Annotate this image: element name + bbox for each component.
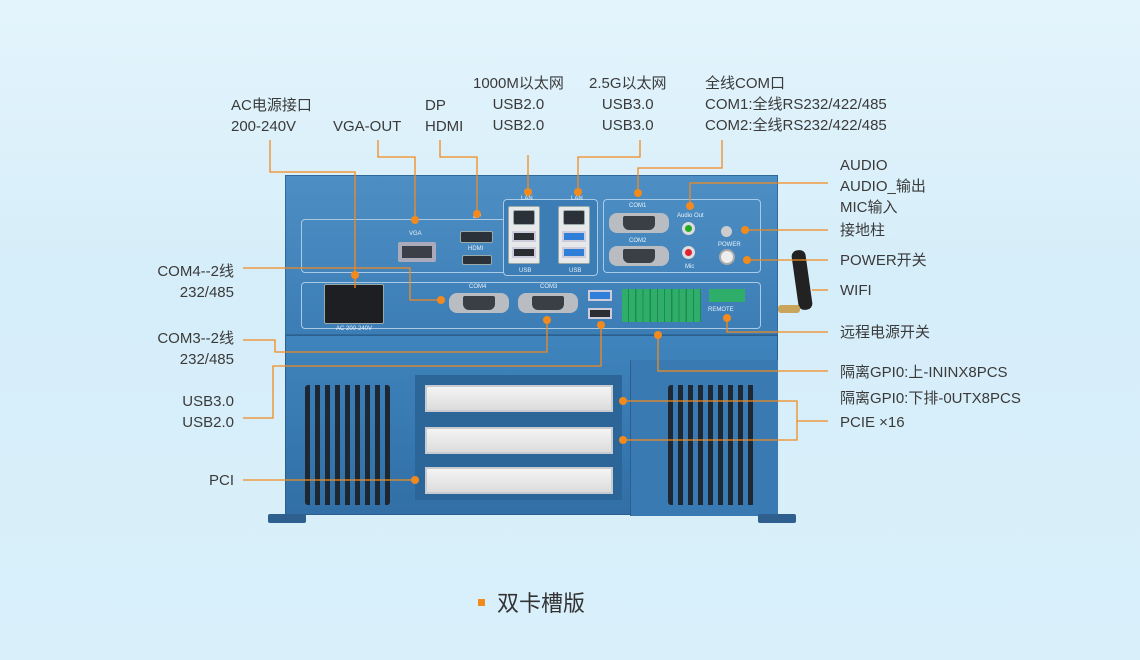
label-com3: COM3--2线 232/485 [157,328,234,370]
label-line: COM3--2线 [157,330,234,347]
mic-jack [682,246,695,259]
ground-post [721,226,732,237]
foot-right [758,514,796,523]
label-line: USB3.0 [601,96,654,113]
label-line: MIC输入 [840,199,898,216]
pcie-slot-2 [425,427,613,454]
label-line: USB2.0 [492,117,545,134]
panel-label-lan1: LAN [521,196,533,202]
panel-label-power: POWER [718,242,741,248]
label-line: COM2:全线RS232/422/485 [705,117,887,134]
usb3-port-front [588,290,612,301]
label-audio: AUDIO AUDIO_输出 MIC输入 [840,155,926,218]
usb3-port [562,247,586,258]
power-button[interactable] [719,249,735,265]
label-pcie: PCIE ×16 [840,414,905,431]
label-com4: COM4--2线 232/485 [157,261,234,303]
panel-label-com2: COM2 [629,238,647,244]
label-line: HDMI [425,118,464,135]
usb3-port [562,231,586,242]
panel-label-com4: COM4 [469,284,487,290]
label-ac-power: AC电源接口 200-240V [231,95,312,137]
label-line: 232/485 [179,284,234,301]
usb2-port [512,231,536,242]
remote-power-terminal [709,289,745,302]
label-line: AUDIO_输出 [840,178,926,195]
label-line: COM1:全线RS232/422/485 [705,96,887,113]
panel-label-usb1: USB [519,268,532,274]
label-wifi: WIFI [840,282,872,299]
panel-label-hdmi: HDMI [468,246,484,252]
panel-label-lan2: LAN [571,196,583,202]
panel-label-vga: VGA [409,231,422,237]
caption-text: 双卡槽版 [497,591,586,616]
pcie-slot-1 [425,385,613,412]
wifi-antenna [790,249,814,311]
right-vent [668,385,755,505]
label-line: 1000M以太网 [473,75,564,92]
label-line: AC电源接口 [231,97,312,114]
panel-label-audio-out: Audio Out [677,213,704,219]
label-line: 2.5G以太网 [589,75,667,92]
panel-label-usb2: USB [569,268,582,274]
foot-left [268,514,306,523]
label-line: USB3.0 [182,393,234,410]
label-gpio: 隔离GPI0:上-ININX8PCS 隔离GPI0:下排-0UTX8PCS [840,360,1021,412]
label-pci: PCI [208,472,234,489]
panel-label-com1: COM1 [629,203,647,209]
label-line: COM4--2线 [157,263,234,280]
label-line: USB2.0 [182,414,234,431]
ac-power-socket [324,284,384,324]
label-line: 隔离GPI0:上-ININX8PCS [840,364,1008,381]
com4-port [449,293,509,313]
label-ground: 接地柱 [840,222,886,239]
com-audio-group [603,199,761,273]
com3-port [518,293,578,313]
pci-slot [425,467,613,494]
chassis-io-panel: VGA DP HDMI LAN LAN USB USB COM1 COM2 Au… [285,175,778,335]
label-line: 隔离GPI0:下排-0UTX8PCS [840,390,1021,407]
bullet-icon [478,598,485,606]
usb2-port-front [588,308,612,319]
gpio-terminal-block [622,289,701,322]
antenna-connector [778,305,800,313]
label-dp-hdmi: DP HDMI [425,95,463,137]
panel-label-com3: COM3 [540,284,558,290]
vga-port [398,242,436,262]
panel-label-ac: AC 200-240V [336,326,373,332]
label-line: DP [425,97,446,114]
dp-port [460,231,493,243]
panel-label-remote: REMOTE [708,307,734,313]
panel-label-dp: DP [473,214,482,220]
com1-port [609,213,669,233]
left-vent [305,385,390,505]
label-power-switch: POWER开关 [840,252,927,269]
label-line: USB3.0 [601,117,654,134]
lan-port-2 [563,210,585,225]
caption: 双卡槽版 [478,586,585,618]
label-line: 全线COM口 [705,75,785,92]
label-line: 232/485 [179,351,234,368]
com2-port [609,246,669,266]
label-line: AUDIO [840,157,888,174]
label-line: USB2.0 [492,96,545,113]
hdmi-port [462,255,492,265]
lan-port-1 [513,210,535,225]
label-vga: VGA-OUT [333,118,402,135]
label-line: 200-240V [231,118,297,135]
audio-out-jack [682,222,695,235]
usb2-port [512,247,536,258]
label-remote-power: 远程电源开关 [840,324,931,341]
panel-label-mic: Mic [685,264,695,270]
